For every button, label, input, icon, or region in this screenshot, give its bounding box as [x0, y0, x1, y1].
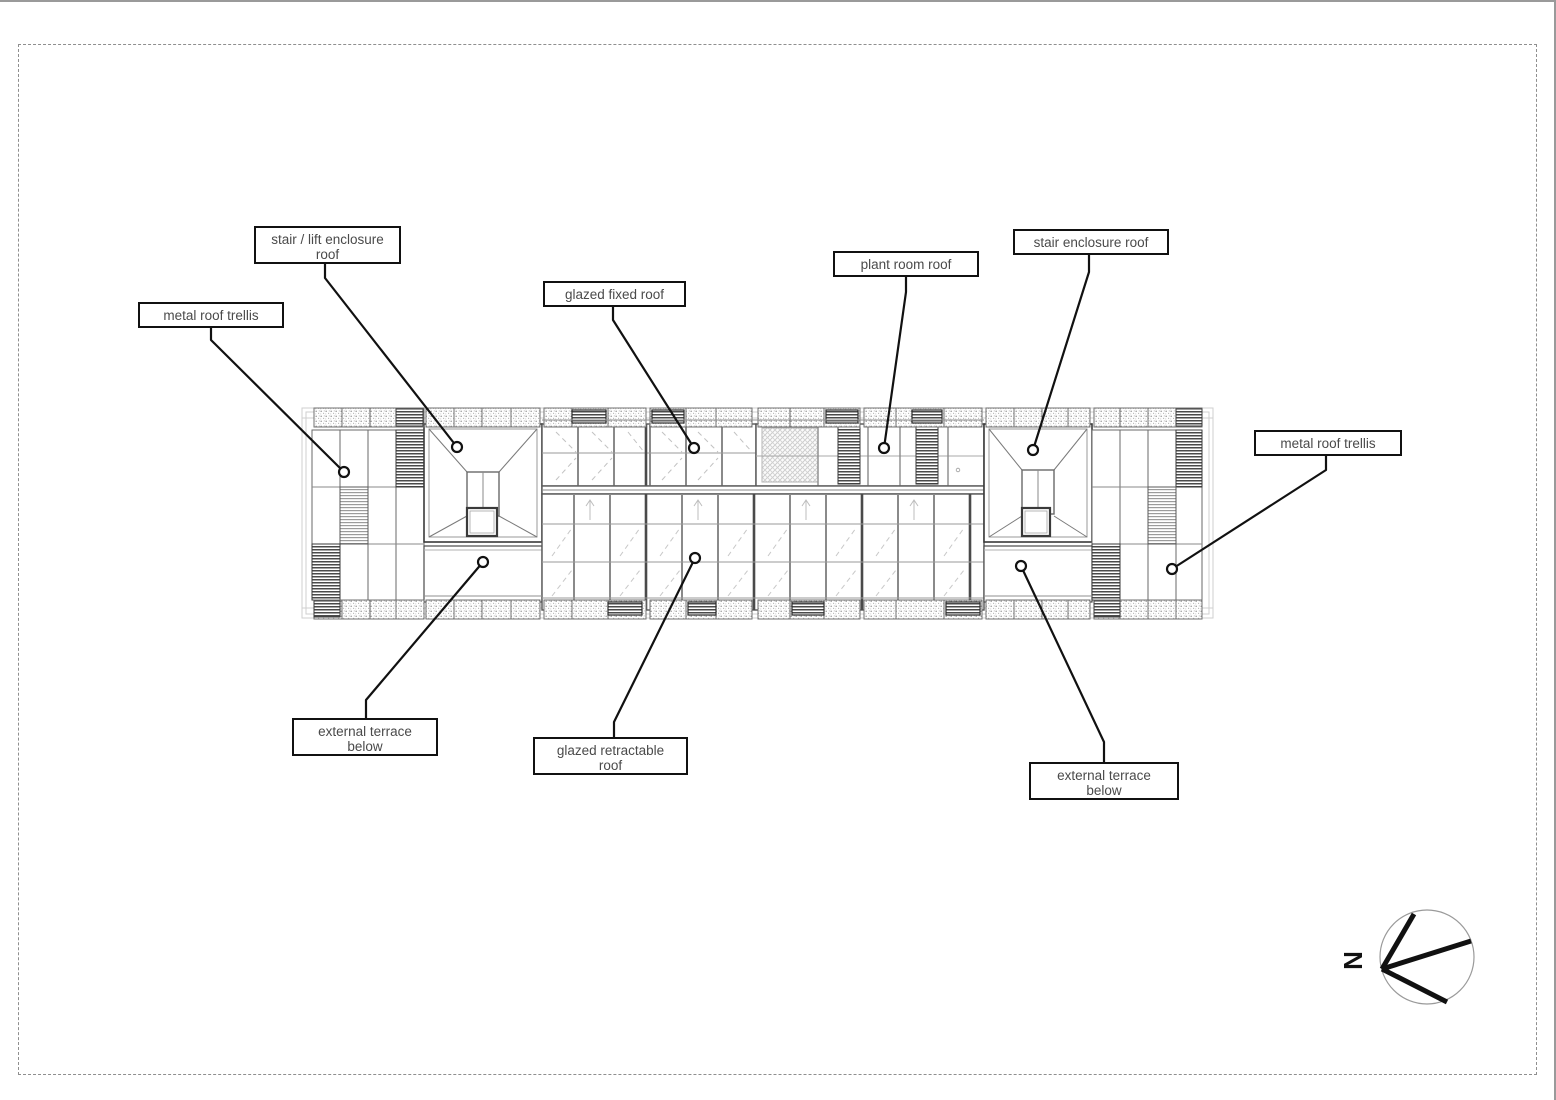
sheet-right-edge	[1554, 0, 1556, 1100]
leader-line-metal-roof-trellis-left	[209, 328, 345, 473]
zone-plant-room-roof	[755, 423, 985, 487]
leader-dot-external-terrace-below-right	[1014, 559, 1028, 573]
label-metal-roof-trellis-right: metal roof trellis	[1254, 430, 1402, 456]
leader-line-stair-lift-enclosure-roof	[323, 264, 458, 448]
zone-external-terrace-below-west	[423, 545, 543, 603]
eaves-lines	[424, 419, 1092, 597]
perimeter-trellis-strip-bottom	[313, 599, 1203, 620]
leader-dot-stair-enclosure-roof	[1026, 443, 1040, 457]
label-stair-lift-enclosure-roof: stair / lift enclosure roof	[254, 226, 401, 264]
north-letter: N	[1337, 951, 1368, 970]
leader-line-external-terrace-below-left	[364, 561, 484, 718]
label-glazed-retractable-roof: glazed retractable roof	[533, 737, 688, 775]
leader-dot-external-terrace-below-left	[476, 555, 490, 569]
leader-dot-glazed-retractable-roof	[688, 551, 702, 565]
label-external-terrace-below-left: external terrace below	[292, 718, 438, 756]
label-plant-room-roof: plant room roof	[833, 251, 979, 277]
compass-circle	[1379, 909, 1475, 1005]
leader-dot-plant-room-roof	[877, 441, 891, 455]
label-metal-roof-trellis-left: metal roof trellis	[138, 302, 284, 328]
leader-line-external-terrace-below-right	[1020, 565, 1106, 762]
leader-line-stair-enclosure-roof	[1031, 255, 1091, 451]
label-stair-enclosure-roof: stair enclosure roof	[1013, 229, 1169, 255]
leader-line-glazed-fixed-roof	[611, 307, 695, 449]
leader-dot-glazed-fixed-roof	[687, 441, 701, 455]
zone-metal-roof-trellis-east	[1091, 429, 1203, 601]
zone-metal-roof-trellis-west	[311, 429, 425, 601]
leader-line-glazed-retractable-roof	[612, 557, 696, 737]
label-external-terrace-below-right: external terrace below	[1029, 762, 1179, 800]
leader-dot-metal-roof-trellis-left	[337, 465, 351, 479]
compass-rays	[1379, 912, 1472, 1005]
zone-glazed-retractable-roof	[541, 493, 985, 611]
leader-line-metal-roof-trellis-right	[1171, 456, 1328, 570]
leader-line-plant-room-roof	[882, 277, 908, 449]
zone-glazed-fixed-roof	[541, 423, 757, 487]
label-glazed-fixed-roof: glazed fixed roof	[543, 281, 686, 307]
perimeter-trellis-strip-top	[313, 407, 1203, 428]
zone-stair-lift-enclosure-roof	[423, 423, 543, 543]
leader-dot-stair-lift-enclosure-roof	[450, 440, 464, 454]
leader-dot-metal-roof-trellis-right	[1165, 562, 1179, 576]
sheet-top-edge	[0, 0, 1556, 2]
